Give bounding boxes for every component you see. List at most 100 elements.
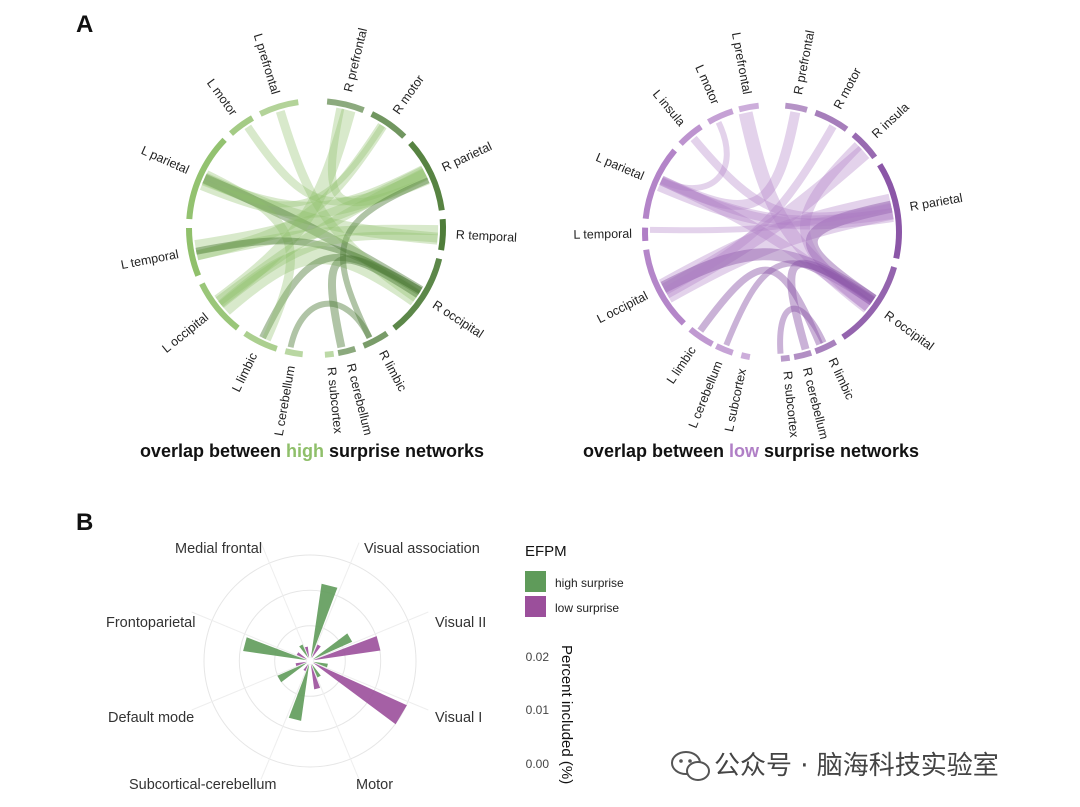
sector-label-l-insula: L insula xyxy=(650,87,688,129)
sector-l-motor xyxy=(228,115,255,136)
bar-low-surprise-frontoparietal xyxy=(296,652,308,660)
chord-link xyxy=(202,172,439,245)
sector-l-parietal xyxy=(186,137,227,220)
axis-tick-1: 0.01 xyxy=(526,703,550,717)
chord-link xyxy=(204,170,296,342)
grid-spoke xyxy=(191,611,305,660)
sector-l-limbic xyxy=(243,330,278,352)
chord-links-low xyxy=(649,111,895,354)
sector-label-l-limbic: L limbic xyxy=(229,350,260,394)
chord-link xyxy=(661,145,870,299)
bar-high-surprise-medial-frontal xyxy=(299,644,309,659)
sector-l-cerebellum xyxy=(714,343,734,356)
sector-label-r-parietal: R parietal xyxy=(909,191,964,214)
radial-axis: 0.00 0.01 0.02 Percent included (%) xyxy=(526,645,575,784)
sector-label-l-occipital: L occipital xyxy=(595,289,650,327)
axis-tick-2: 0.02 xyxy=(526,650,550,664)
radial-grid xyxy=(191,542,429,780)
sector-label-l-motor: L motor xyxy=(692,63,722,107)
sector-r-subcortex xyxy=(324,350,335,358)
sector-label-r-limbic: R limbic xyxy=(376,348,409,394)
bar-low-surprise-medial-frontal xyxy=(304,646,310,659)
sector-r-temporal xyxy=(438,218,447,251)
chord-title-low: overlap between low surprise networks xyxy=(583,441,919,461)
chord-link xyxy=(659,175,872,312)
sector-r-occipital xyxy=(841,266,897,340)
chord-link xyxy=(660,248,877,306)
chord-link xyxy=(339,177,430,340)
bar-low-surprise-visual-association xyxy=(311,644,321,659)
sector-l-prefrontal xyxy=(738,102,760,113)
chord-title-high: overlap between high surprise networks xyxy=(140,441,484,461)
chord-link xyxy=(195,237,423,294)
chord-link xyxy=(327,107,430,207)
sector-r-motor xyxy=(814,109,849,132)
radial-bars xyxy=(243,583,407,725)
sector-r-prefrontal xyxy=(326,98,365,114)
bar-high-surprise-motor xyxy=(311,663,321,678)
category-label-visual-association: Visual association xyxy=(364,541,480,557)
sector-label-r-occipital: R occipital xyxy=(430,298,486,341)
chord-sectors-low xyxy=(642,102,902,362)
sector-label-r-cerebellum: R cerebellum xyxy=(800,366,831,441)
bar-low-surprise-subcortical-cerebellum xyxy=(303,663,309,672)
chord-link xyxy=(660,120,730,192)
grid-spoke xyxy=(311,666,360,780)
sector-label-r-parietal: R parietal xyxy=(440,139,494,174)
bar-high-surprise-visual-association xyxy=(310,583,338,659)
sector-label-l-temporal: L temporal xyxy=(573,227,632,242)
sector-r-occipital xyxy=(392,257,443,331)
chord-sectors-high xyxy=(185,98,447,358)
legend-label-low: low surprise xyxy=(555,601,619,615)
sector-label-r-prefrontal: R prefrontal xyxy=(341,27,370,94)
sector-label-l-limbic: L limbic xyxy=(664,344,699,387)
chord-link xyxy=(287,300,373,348)
axis-tick-0: 0.00 xyxy=(526,757,550,771)
bar-high-surprise-frontoparietal xyxy=(243,637,308,661)
sector-r-motor xyxy=(370,111,407,139)
bar-high-surprise-visual-ii xyxy=(312,633,353,660)
legend: EFPM high surprise low surprise xyxy=(525,543,624,617)
grid-ring-1 xyxy=(274,625,346,697)
panel-a-letter: A xyxy=(76,11,93,38)
bar-low-surprise-default-mode xyxy=(295,661,308,667)
chord-link xyxy=(659,176,894,227)
sector-label-l-cerebellum: L cerebellum xyxy=(686,359,726,430)
bar-high-surprise-visual-i xyxy=(312,661,328,668)
sector-r-parietal xyxy=(408,140,445,211)
grid-ring-3 xyxy=(203,554,417,768)
chord-link xyxy=(787,259,876,351)
chord-link xyxy=(659,111,801,210)
sector-label-l-cerebellum: L cerebellum xyxy=(272,365,298,437)
sector-label-l-motor: L motor xyxy=(204,76,240,118)
sector-label-r-subcortex: R subcortex xyxy=(324,366,345,435)
chord-link xyxy=(805,200,893,306)
chord-link xyxy=(194,166,428,255)
sector-l-prefrontal xyxy=(258,99,299,117)
category-label-visual-ii: Visual II xyxy=(435,615,486,631)
bar-low-surprise-visual-i xyxy=(312,662,407,725)
chord-link xyxy=(659,193,895,303)
sector-label-l-parietal: L parietal xyxy=(594,150,646,183)
category-label-medial-frontal: Medial frontal xyxy=(175,541,262,557)
legend-swatch-low xyxy=(525,596,546,617)
sector-label-l-subcortex: L subcortex xyxy=(722,367,749,433)
chord-link xyxy=(723,260,875,347)
category-label-default-mode: Default mode xyxy=(108,710,194,726)
chord-link xyxy=(656,177,894,230)
bar-low-surprise-motor xyxy=(310,663,321,690)
bar-low-surprise-visual-ii xyxy=(312,636,381,661)
chord-link xyxy=(217,246,422,315)
sector-label-r-cerebellum: R cerebellum xyxy=(344,362,375,437)
category-label-frontoparietal: Frontoparietal xyxy=(106,615,195,631)
sector-label-r-temporal: R temporal xyxy=(455,228,517,245)
chord-link xyxy=(327,255,421,349)
sector-label-l-temporal: L temporal xyxy=(120,247,180,272)
sector-r-insula xyxy=(851,132,878,160)
sector-l-cerebellum xyxy=(284,348,304,358)
grid-ring-2 xyxy=(238,589,382,733)
sector-r-limbic xyxy=(814,339,837,355)
chord-links-high xyxy=(194,107,439,349)
